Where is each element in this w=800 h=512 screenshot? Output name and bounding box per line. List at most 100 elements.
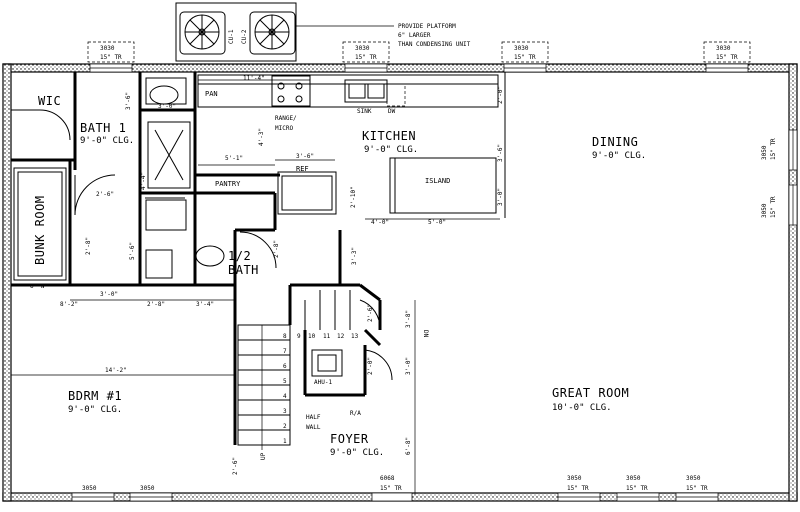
top-window-callouts: 3030 15" TR 3030 15" TR 3030 15" TR 3030… xyxy=(87,41,751,63)
bdrm1-name: BDRM #1 xyxy=(68,389,122,403)
window-bottom-left-1: 3050 xyxy=(82,485,97,492)
ref-label: REF xyxy=(296,165,309,173)
sink-label: SINK xyxy=(357,108,372,115)
window-bottom-right-1-tr: 15" TR xyxy=(567,485,589,492)
pantry-name: PANTRY xyxy=(215,180,241,188)
platform-note-2: 6" LARGER xyxy=(398,32,431,39)
vanity-icon xyxy=(145,199,187,231)
dim-2-6-a: 2'-6" xyxy=(96,191,114,198)
dim-3-4: 3'-4" xyxy=(196,301,214,308)
dim-2-8-a: 2'-8" xyxy=(85,237,92,255)
fixture-labels: ISLAND REF RANGE/ MICRO SINK DW PAN AHU-… xyxy=(30,90,450,460)
dim-6-8: 6'-8" xyxy=(405,437,412,455)
stair-numbers: 8 7 6 5 4 3 2 1 9 10 11 12 13 xyxy=(283,333,359,445)
window-top-1-tr: 15" TR xyxy=(100,54,122,61)
bath1-clg: 9'-0" CLG. xyxy=(80,136,134,146)
dim-2-0-b: 2'-0" xyxy=(367,357,374,375)
window-right-1-tr: 15" TR xyxy=(770,138,777,160)
shower-icon xyxy=(147,121,191,189)
window-top-2-size: 3030 xyxy=(355,45,370,52)
stair-number-2: 2 xyxy=(283,423,287,430)
window-top-3-size: 3030 xyxy=(514,45,529,52)
bath1-name: BATH 1 xyxy=(80,121,126,135)
platform-outline xyxy=(175,2,297,62)
bath1-fixtures xyxy=(11,77,225,279)
sink-icon xyxy=(344,79,388,103)
dimension-lines xyxy=(11,79,506,495)
window-right-1-size: 3050 xyxy=(761,145,768,160)
stair-number-7: 7 xyxy=(283,348,287,355)
bdrm1-clg: 9'-0" CLG. xyxy=(68,405,122,415)
stair-number-5: 5 xyxy=(283,378,287,385)
window-top-1-size: 3030 xyxy=(100,45,115,52)
wic-name: WIC xyxy=(38,94,61,108)
dim-2-10: 2'-10" xyxy=(350,186,357,208)
dw-label: DW xyxy=(388,108,396,115)
micro-label: MICRO xyxy=(275,125,293,132)
half-wall-label-2: WALL xyxy=(306,424,321,431)
stair-number-8: 8 xyxy=(283,333,287,340)
window-bottom-left-2: 3050 xyxy=(140,485,155,492)
cu2-box xyxy=(249,11,296,55)
ahu-box xyxy=(311,349,343,377)
great-room-name: GREAT ROOM xyxy=(552,386,629,400)
dim-14-2: 14'-2" xyxy=(105,367,127,374)
toilet-icon xyxy=(149,85,179,105)
dimension-labels: 11'-4" 3'-6" 3'-0" 4'-3" 5'-1" 3'-6" 4'-… xyxy=(60,75,504,475)
bunk-room-name: BUNK ROOM xyxy=(33,195,47,265)
window-right-2-size: 3050 xyxy=(761,203,768,218)
foyer-clg: 9'-0" CLG. xyxy=(330,448,384,458)
window-top-4-size: 3030 xyxy=(716,45,731,52)
cu1-box xyxy=(179,11,226,55)
stair-number-6: 6 xyxy=(283,363,287,370)
dim-8-2: 8'-2" xyxy=(60,301,78,308)
island-icon xyxy=(389,157,497,214)
dim-2-6-b: 2'-6" xyxy=(367,304,374,322)
kitchen-clg: 9'-0" CLG. xyxy=(364,145,418,155)
stair-number-4: 4 xyxy=(283,393,287,400)
half-bath-name-2: BATH xyxy=(228,263,259,277)
window-bottom-right-3-size: 3050 xyxy=(686,475,701,482)
stairs xyxy=(237,290,351,450)
return-air-label: R/A xyxy=(350,410,361,417)
stair-up-label: UP xyxy=(260,452,267,460)
dim-11-4: 11'-4" xyxy=(243,75,265,82)
island-label: ISLAND xyxy=(425,177,450,185)
dishwasher-icon xyxy=(386,83,406,107)
stair-number-13: 13 xyxy=(351,333,359,340)
platform-note-1: PROVIDE PLATFORM xyxy=(398,23,456,30)
door-size: 6068 xyxy=(380,475,395,482)
dim-2-0-a: 2'-0" xyxy=(497,86,504,104)
stair-number-1: 1 xyxy=(283,438,287,445)
window-bottom-right-2-size: 3050 xyxy=(626,475,641,482)
dim-3-0-a: 3'-0" xyxy=(158,103,176,110)
cu1-label: CU-1 xyxy=(228,29,235,44)
interior-walls xyxy=(11,72,382,445)
dim-5-6: 5'-6" xyxy=(129,242,136,260)
dining-clg: 9'-0" CLG. xyxy=(592,151,646,161)
window-bottom-right-1-size: 3050 xyxy=(567,475,582,482)
dim-4-0: 4'-0" xyxy=(371,219,389,226)
range-label: RANGE/ xyxy=(275,115,297,122)
range-icon xyxy=(271,75,311,107)
window-top-3-tr: 15" TR xyxy=(514,54,536,61)
half-bath-toilet-icon xyxy=(195,245,225,267)
door-tr: 15" TR xyxy=(380,485,402,492)
bunk-beds xyxy=(13,167,67,281)
ahu-label: AHU-1 xyxy=(314,379,332,386)
window-top-4-tr: 15" TR xyxy=(716,54,738,61)
room-labels: KITCHEN 9'-0" CLG. DINING 9'-0" CLG. BAT… xyxy=(33,94,646,458)
dim-3-0-b: 3'-0" xyxy=(497,188,504,206)
great-room-clg: 10'-0" CLG. xyxy=(552,403,612,413)
stair-number-10: 10 xyxy=(308,333,316,340)
dim-4-3: 4'-3" xyxy=(258,128,265,146)
dim-2-8-b: 2'-8" xyxy=(273,240,280,258)
stair-down-label: DN xyxy=(422,330,429,338)
dim-2-6-c: 2'-6" xyxy=(232,457,239,475)
window-top-2-tr: 15" TR xyxy=(355,54,377,61)
stair-number-3: 3 xyxy=(283,408,287,415)
window-right-2-tr: 15" TR xyxy=(770,196,777,218)
dim-5-0: 5'-0" xyxy=(428,219,446,226)
dining-name: DINING xyxy=(592,135,638,149)
